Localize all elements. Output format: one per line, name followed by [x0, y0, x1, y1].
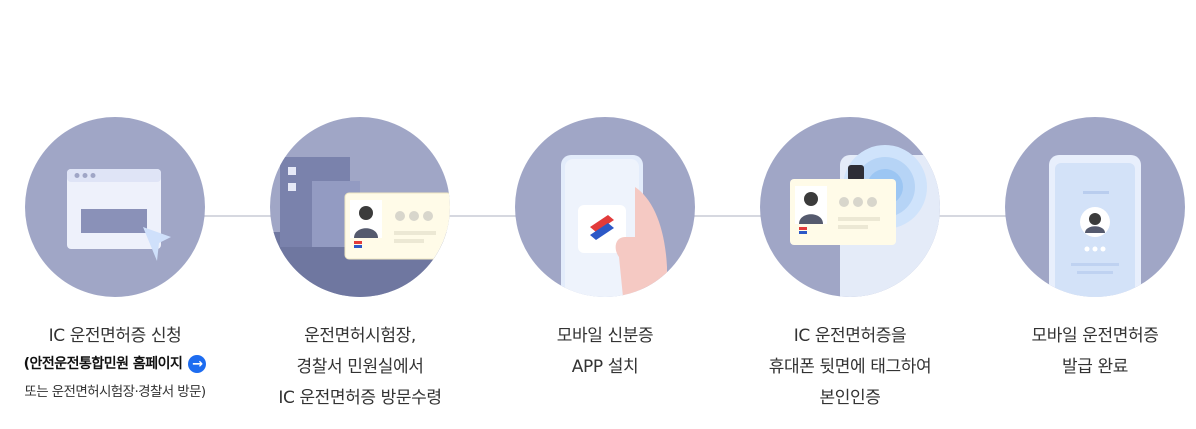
step-1-note: 또는 운전면허시험장·경찰서 방문) [24, 384, 206, 400]
building-id-card-icon [270, 117, 450, 297]
step-4: IC 운전면허증을 휴대폰 뒷면에 태그하여 본인인증 [735, 0, 965, 429]
step-3-line-2: APP 설치 [571, 357, 639, 377]
homepage-link-text[interactable]: (안전운전통합민원 홈페이지 [23, 356, 183, 372]
step-1-label: IC 운전면허증 신청 (안전운전통합민원 홈페이지 → 또는 운전면허시험장·… [0, 321, 230, 407]
step-4-line-2: 휴대폰 뒷면에 태그하여 [768, 357, 932, 377]
step-1: IC 운전면허증 신청 (안전운전통합민원 홈페이지 → 또는 운전면허시험장·… [0, 0, 230, 429]
step-5: 모바일 운전면허증 발급 완료 [980, 0, 1196, 429]
step-2: 운전면허시험장, 경찰서 민원실에서 IC 운전면허증 방문수령 [245, 0, 475, 429]
step-3: 모바일 신분증 APP 설치 [490, 0, 720, 429]
step-1-title: IC 운전면허증 신청 [48, 326, 182, 346]
homepage-link[interactable]: (안전운전통합민원 홈페이지 → [0, 351, 230, 377]
step-2-line-2: 경찰서 민원실에서 [296, 357, 424, 377]
arrow-right-icon[interactable]: → [188, 355, 207, 373]
step-5-line-2: 발급 완료 [1062, 357, 1128, 377]
step-2-line-3: IC 운전면허증 방문수령 [278, 388, 442, 408]
step-3-label: 모바일 신분증 APP 설치 [490, 321, 720, 383]
step-2-label: 운전면허시험장, 경찰서 민원실에서 IC 운전면허증 방문수령 [245, 321, 475, 414]
step-4-line-3: 본인인증 [819, 388, 881, 408]
step-2-line-1: 운전면허시험장, [304, 326, 416, 346]
step-5-line-1: 모바일 운전면허증 [1031, 326, 1159, 346]
step-3-line-1: 모바일 신분증 [556, 326, 654, 346]
step-4-line-1: IC 운전면허증을 [793, 326, 907, 346]
browser-cursor-icon [25, 117, 205, 297]
step-5-label: 모바일 운전면허증 발급 완료 [980, 321, 1196, 383]
step-4-label: IC 운전면허증을 휴대폰 뒷면에 태그하여 본인인증 [735, 321, 965, 414]
card-tag-phone-icon [760, 117, 940, 297]
smartphone-app-icon [515, 117, 695, 297]
mobile-license-icon [1005, 117, 1185, 297]
